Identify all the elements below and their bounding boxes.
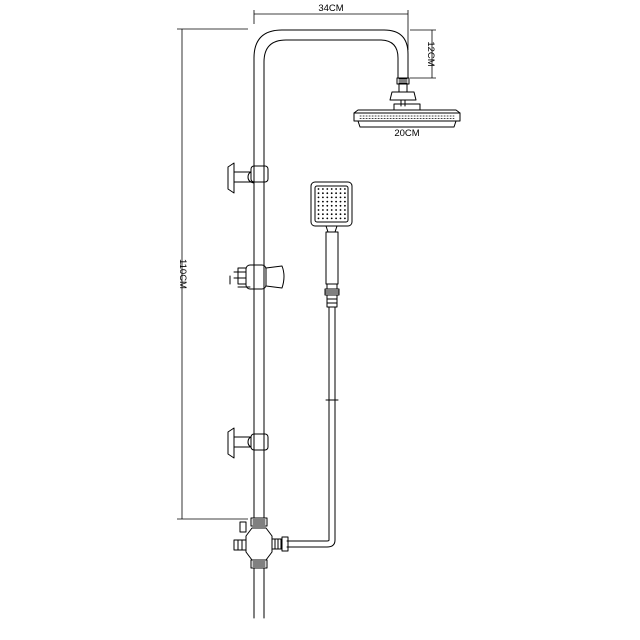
- nozzle-dot: [322, 200, 324, 203]
- nozzle-dot: [317, 196, 320, 199]
- label-arm-drop: 12CM: [425, 41, 436, 66]
- arm-connector: [390, 78, 416, 106]
- nozzle-dot: [339, 192, 342, 195]
- nozzle-dot: [330, 209, 333, 211]
- nozzle-dot: [326, 196, 329, 199]
- nozzle-dot: [335, 204, 337, 207]
- nozzle-dot: [317, 209, 320, 211]
- nozzle-dot: [330, 188, 333, 190]
- overhead-shower-head: [354, 104, 460, 127]
- nozzle-dot: [335, 213, 337, 216]
- nozzle-dot: [326, 213, 329, 216]
- nozzle-dot: [326, 188, 329, 190]
- nozzle-dot: [344, 192, 346, 195]
- nozzle-dot: [335, 192, 337, 195]
- nozzle-dot: [317, 213, 320, 216]
- nozzle-dot: [317, 217, 320, 220]
- nozzle-dot: [339, 200, 342, 203]
- nozzle-dot: [344, 196, 346, 199]
- nozzle-dot: [339, 213, 342, 216]
- riser-pipe: [254, 30, 408, 518]
- dimension-arm-width: [254, 10, 408, 50]
- nozzle-dot: [339, 209, 342, 211]
- label-head-diameter: 20CM: [394, 128, 419, 139]
- nozzle-dot: [335, 217, 337, 220]
- nozzle-dot: [330, 200, 333, 203]
- nozzle-dot: [339, 196, 342, 199]
- nozzle-dot: [317, 188, 320, 190]
- nozzle-dot: [344, 217, 346, 220]
- nozzle-dot: [326, 200, 329, 203]
- nozzle-dot: [322, 213, 324, 216]
- label-overall-height: 110CM: [177, 259, 188, 289]
- shower-hose: [282, 295, 338, 551]
- nozzle-dot: [330, 213, 333, 216]
- nozzle-dot: [322, 217, 324, 220]
- nozzle-dot: [317, 192, 320, 195]
- diverter-valve: [234, 518, 282, 618]
- dimension-arm-drop: [410, 30, 436, 78]
- nozzle-dot: [335, 209, 337, 211]
- nozzle-dot: [326, 217, 329, 220]
- nozzle-dot: [335, 196, 337, 199]
- upper-wall-bracket: [228, 163, 268, 193]
- nozzle-dot: [344, 200, 346, 203]
- nozzle-dot: [344, 204, 346, 207]
- nozzle-dot: [322, 209, 324, 211]
- hand-shower-nozzles: [317, 188, 346, 220]
- nozzle-dot: [335, 188, 337, 190]
- label-arm-width: 34CM: [318, 3, 343, 14]
- nozzle-dot: [339, 188, 342, 190]
- nozzle-dot: [339, 217, 342, 220]
- nozzle-dot: [317, 200, 320, 203]
- nozzle-dot: [317, 204, 320, 207]
- nozzle-dot: [326, 204, 329, 207]
- nozzle-dot: [330, 196, 333, 199]
- nozzle-dot: [344, 213, 346, 216]
- nozzle-dot: [322, 192, 324, 195]
- nozzle-dot: [326, 209, 329, 211]
- nozzle-dot: [344, 209, 346, 211]
- nozzle-dot: [322, 188, 324, 190]
- nozzle-dot: [344, 188, 346, 190]
- nozzle-dot: [330, 204, 333, 207]
- nozzle-dot: [322, 196, 324, 199]
- nozzle-dot: [335, 200, 337, 203]
- lower-wall-bracket: [228, 428, 268, 458]
- nozzle-dot: [330, 217, 333, 220]
- hand-shower: [311, 182, 352, 295]
- sliding-holder: [230, 265, 284, 289]
- nozzle-dot: [322, 204, 324, 207]
- dimension-height: [177, 29, 248, 519]
- nozzle-dot: [339, 204, 342, 207]
- nozzle-dot: [326, 192, 329, 195]
- nozzle-dot: [330, 192, 333, 195]
